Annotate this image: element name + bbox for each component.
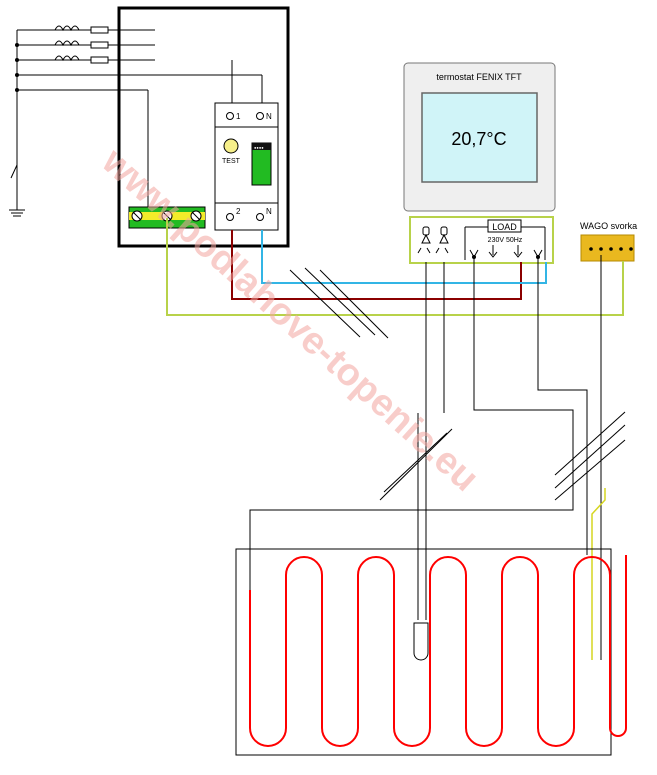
terminal-bottom-2 [226,213,234,221]
terminal-bottom-n-label: N [266,207,272,216]
ground-symbol [9,195,25,217]
load-label: LOAD [492,222,517,232]
thermostat-title: termostat FENIX TFT [436,72,522,82]
terminal-top-n-label: N [266,112,272,121]
phase-wire [231,230,522,300]
terminal-top-n [256,112,264,120]
sensor-probe [413,622,429,661]
svg-text:●●●●: ●●●● [254,145,264,150]
terminal-top-1-label: 1 [236,112,241,121]
wago-connector: WAGO svorka [580,221,637,262]
terminal-bottom-n [256,213,264,221]
terminal-bottom-2-label: 2 [236,207,241,216]
terminal-top-1 [226,112,234,120]
earth-terminal-block [128,206,206,229]
break-marks [289,267,626,501]
test-button-label: TEST [222,158,241,165]
inductor-symbols [54,25,80,62]
wago-label: WAGO svorka [580,221,637,231]
thermostat: termostat FENIX TFT 20,7°C [403,62,556,212]
test-button[interactable] [223,138,239,154]
thermostat-screen [421,92,538,183]
residual-current-breaker: 1 N TEST ●●●● 2 N [214,102,279,231]
neutral-wire [261,230,547,284]
fuse-symbols [90,26,109,64]
heating-cable [249,555,627,747]
sensor-wires [417,262,445,620]
heating-earth-wire [591,488,606,660]
supply-lines [10,29,263,210]
thermostat-terminal-block: LOAD 230V 50Hz [409,216,554,264]
junction-dots [15,43,19,92]
distribution-box [117,6,290,248]
earth-wire [166,218,624,316]
temperature-display: 20,7°C [451,129,506,149]
supply-label: 230V 50Hz [488,237,523,244]
